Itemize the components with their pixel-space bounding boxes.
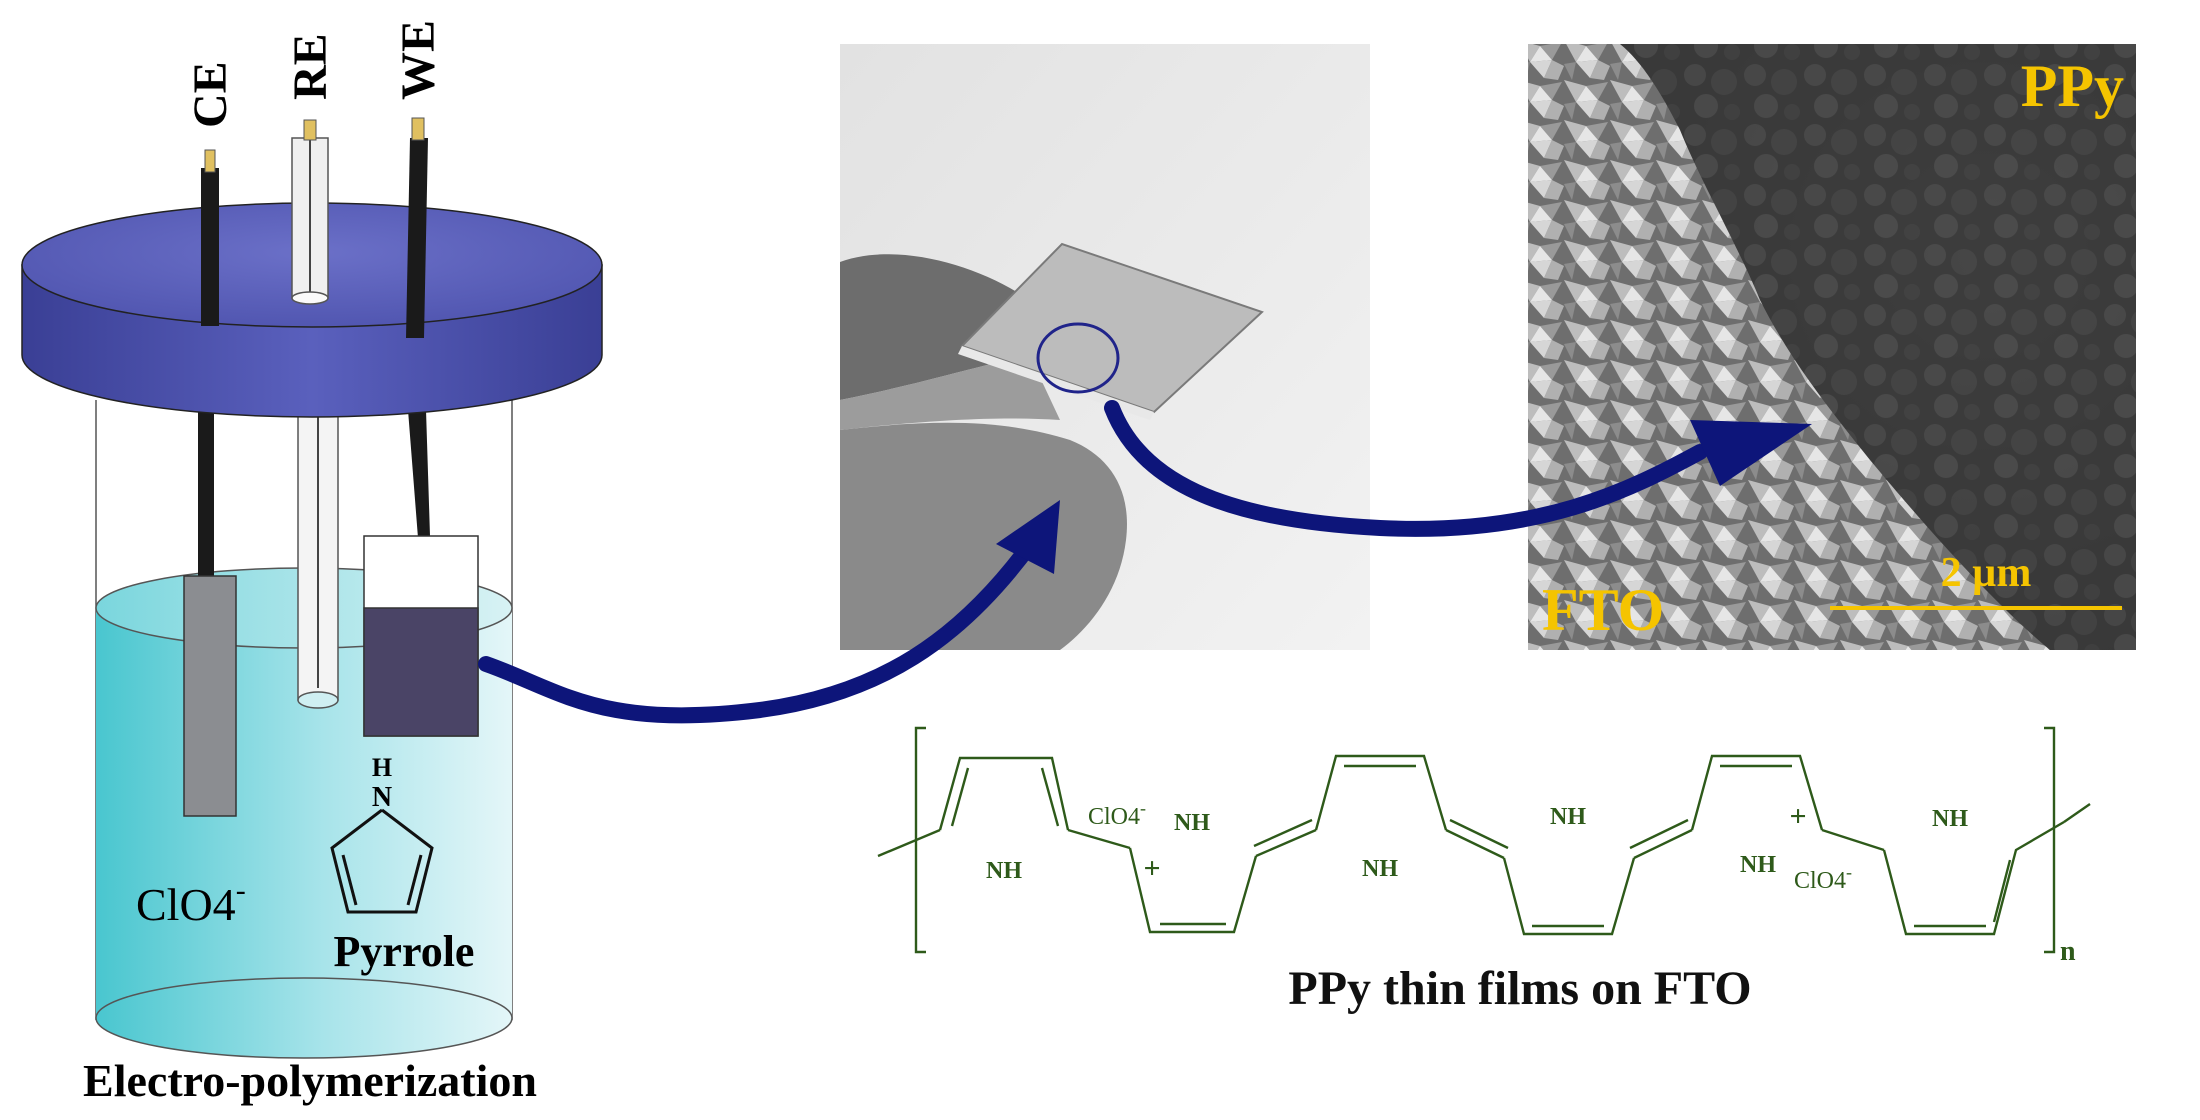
we-wire-upper: [406, 138, 428, 338]
we-label: WE: [392, 20, 445, 100]
pyrrole-h: H: [372, 753, 392, 782]
pyrrole-ring: [330, 808, 434, 914]
plus-2: +: [1789, 800, 1806, 833]
ring-3: [1314, 754, 1448, 831]
ppy-structure-labels: NH ClO4- NH + NH NH + NH ClO4- NH n: [986, 798, 2076, 967]
re-label: RE: [284, 33, 337, 100]
nh-2: NH: [1174, 810, 1210, 836]
glass-slide-edge: [958, 346, 1154, 420]
ce-wire-lower: [198, 410, 214, 580]
scale-bar-label: 2 µm: [1941, 550, 2032, 596]
structure-caption: PPy thin films on FTO: [1288, 962, 1751, 1015]
sem-label-fto: FTO: [1542, 577, 1664, 643]
arrow-cell-to-photo: [478, 500, 1060, 724]
plus-1: +: [1143, 852, 1160, 885]
beaker-bottom: [95, 977, 513, 1059]
sem-ppy-region: [1620, 44, 2136, 650]
electrochemical-cell: CE RE WE ClO4- H N Pyrrole Electro-polym…: [21, 20, 603, 1106]
sem-image: PPy FTO 2 µm: [1528, 44, 2136, 650]
we-wire-lower: [408, 410, 430, 538]
arrow-photo-to-sem: [1104, 400, 1812, 537]
bracket-right: [2044, 726, 2056, 954]
counter-ion-2: ClO4-: [1794, 862, 1852, 894]
pyrrole-label: Pyrrole: [334, 927, 475, 976]
sem-label-ppy: PPy: [2021, 53, 2124, 119]
ring-1: [938, 756, 1070, 831]
nh-3: NH: [1362, 856, 1398, 882]
nh-4: NH: [1550, 804, 1586, 830]
nh-6: NH: [1932, 806, 1968, 832]
repeat-n: n: [2060, 936, 2076, 967]
re-tube-tip: [297, 691, 339, 709]
glove-shadow: [840, 356, 1060, 430]
glove-lower-finger: [840, 422, 1127, 650]
glove-upper-finger: [840, 254, 1052, 400]
ce-label: CE: [184, 61, 237, 128]
re-connector: [303, 119, 317, 141]
sample-photo: [840, 44, 1370, 650]
cell-caption: Electro-polymerization: [83, 1055, 537, 1106]
nh-1: NH: [986, 858, 1022, 884]
ring-5: [1690, 754, 1824, 831]
ring-4: [1502, 857, 1636, 936]
highlight-circle: [1036, 322, 1120, 394]
re-tube-cap: [291, 291, 329, 305]
ring-6: [1882, 820, 2065, 936]
pyrrole-monomer: [330, 808, 434, 914]
nh-5: NH: [1740, 852, 1776, 878]
we-ppy-film: [363, 607, 479, 737]
ce-plate: [183, 575, 237, 817]
ring-2: [1128, 847, 1258, 934]
counter-ion-1: ClO4-: [1088, 798, 1146, 830]
ce-wire-upper: [201, 168, 219, 326]
sem-fto-region: [1528, 44, 2050, 650]
anion-label: ClO4-: [136, 874, 246, 930]
ppy-structure: [877, 726, 2091, 954]
pyrrole-n: N: [372, 782, 392, 813]
we-connector: [411, 117, 425, 141]
ce-connector: [204, 149, 216, 173]
